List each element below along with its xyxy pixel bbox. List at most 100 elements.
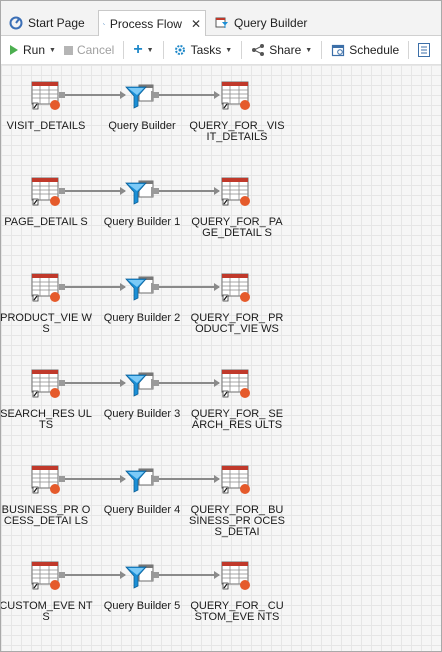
start-page-icon	[9, 16, 23, 29]
toolbar-separator	[321, 41, 323, 59]
connector-arrow	[153, 475, 220, 483]
output-table-node[interactable]	[221, 177, 251, 207]
source-table-label: BUSINESS_PR OCESS_DETAI LS	[1, 504, 91, 527]
tab-start-page[interactable]: Start Page	[5, 10, 89, 35]
query-builder-node[interactable]	[125, 465, 155, 495]
connector-arrow	[153, 187, 220, 195]
tasks-button[interactable]: Tasks ▼	[169, 39, 237, 61]
toolbar-separator	[123, 41, 125, 59]
source-table-label: SEARCH_RES ULTS	[1, 408, 92, 431]
connector-port	[153, 284, 159, 290]
table-icon	[221, 465, 250, 494]
connector-port	[59, 380, 65, 386]
query-builder-node[interactable]	[125, 177, 155, 207]
table-icon	[31, 273, 60, 302]
properties-button[interactable]	[414, 39, 434, 61]
query-builder-label: Query Builder 2	[103, 312, 181, 324]
table-icon	[31, 177, 60, 206]
tab-label: Start Page	[28, 15, 85, 30]
properties-icon	[418, 43, 431, 57]
connector-port	[153, 92, 159, 98]
schedule-button[interactable]: Schedule	[327, 39, 403, 61]
play-icon	[10, 45, 18, 55]
tab-label: Process Flow	[109, 16, 182, 31]
connector-arrow	[59, 91, 126, 99]
query-builder-label: Query Builder 5	[103, 600, 181, 612]
output-table-node[interactable]	[221, 561, 251, 591]
add-button[interactable]: + ▼	[129, 39, 157, 61]
run-label: Run	[23, 43, 46, 57]
process-flow-canvas[interactable]: VISIT_DETAILS Query Builder QUERY_FOR_ V…	[1, 65, 441, 651]
toolbar-separator	[241, 41, 243, 59]
table-icon	[31, 465, 60, 494]
query-builder-icon	[215, 17, 228, 28]
schedule-label: Schedule	[349, 43, 400, 57]
tab-query-builder[interactable]: Query Builder	[211, 10, 311, 35]
share-icon	[252, 44, 265, 56]
connector-arrow	[153, 571, 220, 579]
table-icon	[31, 561, 60, 590]
output-table-label: QUERY_FOR_ CUSTOM_EVE NTS	[190, 600, 284, 623]
output-table-label: QUERY_FOR_ BUSINESS_PR OCESS_DETAI	[189, 504, 285, 538]
connector-arrow	[153, 91, 220, 99]
table-icon	[221, 369, 250, 398]
tasks-label: Tasks	[190, 43, 222, 57]
source-table-node[interactable]	[31, 465, 61, 495]
stop-icon	[63, 45, 73, 55]
share-label: Share	[269, 43, 302, 57]
query-builder-node[interactable]	[125, 561, 155, 591]
table-icon	[31, 369, 60, 398]
query-builder-node[interactable]	[125, 81, 155, 111]
output-table-node[interactable]	[221, 81, 251, 111]
cancel-button[interactable]: Cancel	[60, 39, 118, 61]
connector-port	[153, 572, 159, 578]
toolbar: Run ▼ Cancel + ▼ Tasks ▼ Share	[1, 36, 441, 65]
source-table-node[interactable]	[31, 177, 61, 207]
chevron-down-icon[interactable]: ▼	[146, 46, 154, 54]
chevron-down-icon[interactable]: ▼	[49, 46, 56, 54]
connector-port	[59, 188, 65, 194]
connector-arrow	[153, 283, 220, 291]
chevron-down-icon[interactable]: ▼	[305, 46, 313, 54]
plus-icon: +	[133, 41, 143, 58]
tab-label: Query Builder	[234, 15, 308, 30]
connector-arrow	[59, 475, 126, 483]
query-builder-node[interactable]	[125, 369, 155, 399]
tab-process-flow[interactable]: Process Flow ✕	[98, 10, 206, 36]
query-builder-icon	[125, 372, 154, 397]
connector-port	[153, 188, 159, 194]
source-table-label: PRODUCT_VIE WS	[1, 312, 92, 335]
query-builder-icon	[125, 84, 154, 109]
chevron-down-icon[interactable]: ▼	[225, 46, 233, 54]
source-table-node[interactable]	[31, 369, 61, 399]
source-table-node[interactable]	[31, 81, 61, 111]
share-button[interactable]: Share ▼	[247, 39, 316, 61]
query-builder-icon	[125, 276, 154, 301]
connector-port	[153, 380, 159, 386]
table-icon	[221, 177, 250, 206]
table-icon	[221, 81, 250, 110]
connector-port	[59, 284, 65, 290]
toolbar-separator	[408, 41, 410, 59]
output-table-node[interactable]	[221, 273, 251, 303]
close-icon[interactable]: ✕	[190, 16, 201, 31]
table-icon	[221, 561, 250, 590]
source-table-label: VISIT_DETAILS	[6, 120, 86, 132]
query-builder-label: Query Builder 3	[103, 408, 181, 420]
source-table-node[interactable]	[31, 273, 61, 303]
output-table-node[interactable]	[221, 465, 251, 495]
run-button[interactable]: Run ▼	[5, 39, 60, 61]
output-table-label: QUERY_FOR_ PAGE_DETAIL S	[191, 216, 283, 239]
source-table-label: CUSTOM_EVE NTS	[1, 600, 93, 623]
connector-port	[59, 476, 65, 482]
connector-arrow	[153, 379, 220, 387]
tab-bar: Start Page Process Flow ✕ Query Builder	[1, 1, 441, 36]
table-icon	[31, 81, 60, 110]
query-builder-label: Query Builder	[108, 120, 176, 132]
source-table-node[interactable]	[31, 561, 61, 591]
output-table-node[interactable]	[221, 369, 251, 399]
query-builder-node[interactable]	[125, 273, 155, 303]
output-table-label: QUERY_FOR_ VISIT_DETAILS	[189, 120, 285, 143]
query-builder-icon	[125, 468, 154, 493]
source-table-label: PAGE_DETAIL S	[4, 216, 88, 228]
